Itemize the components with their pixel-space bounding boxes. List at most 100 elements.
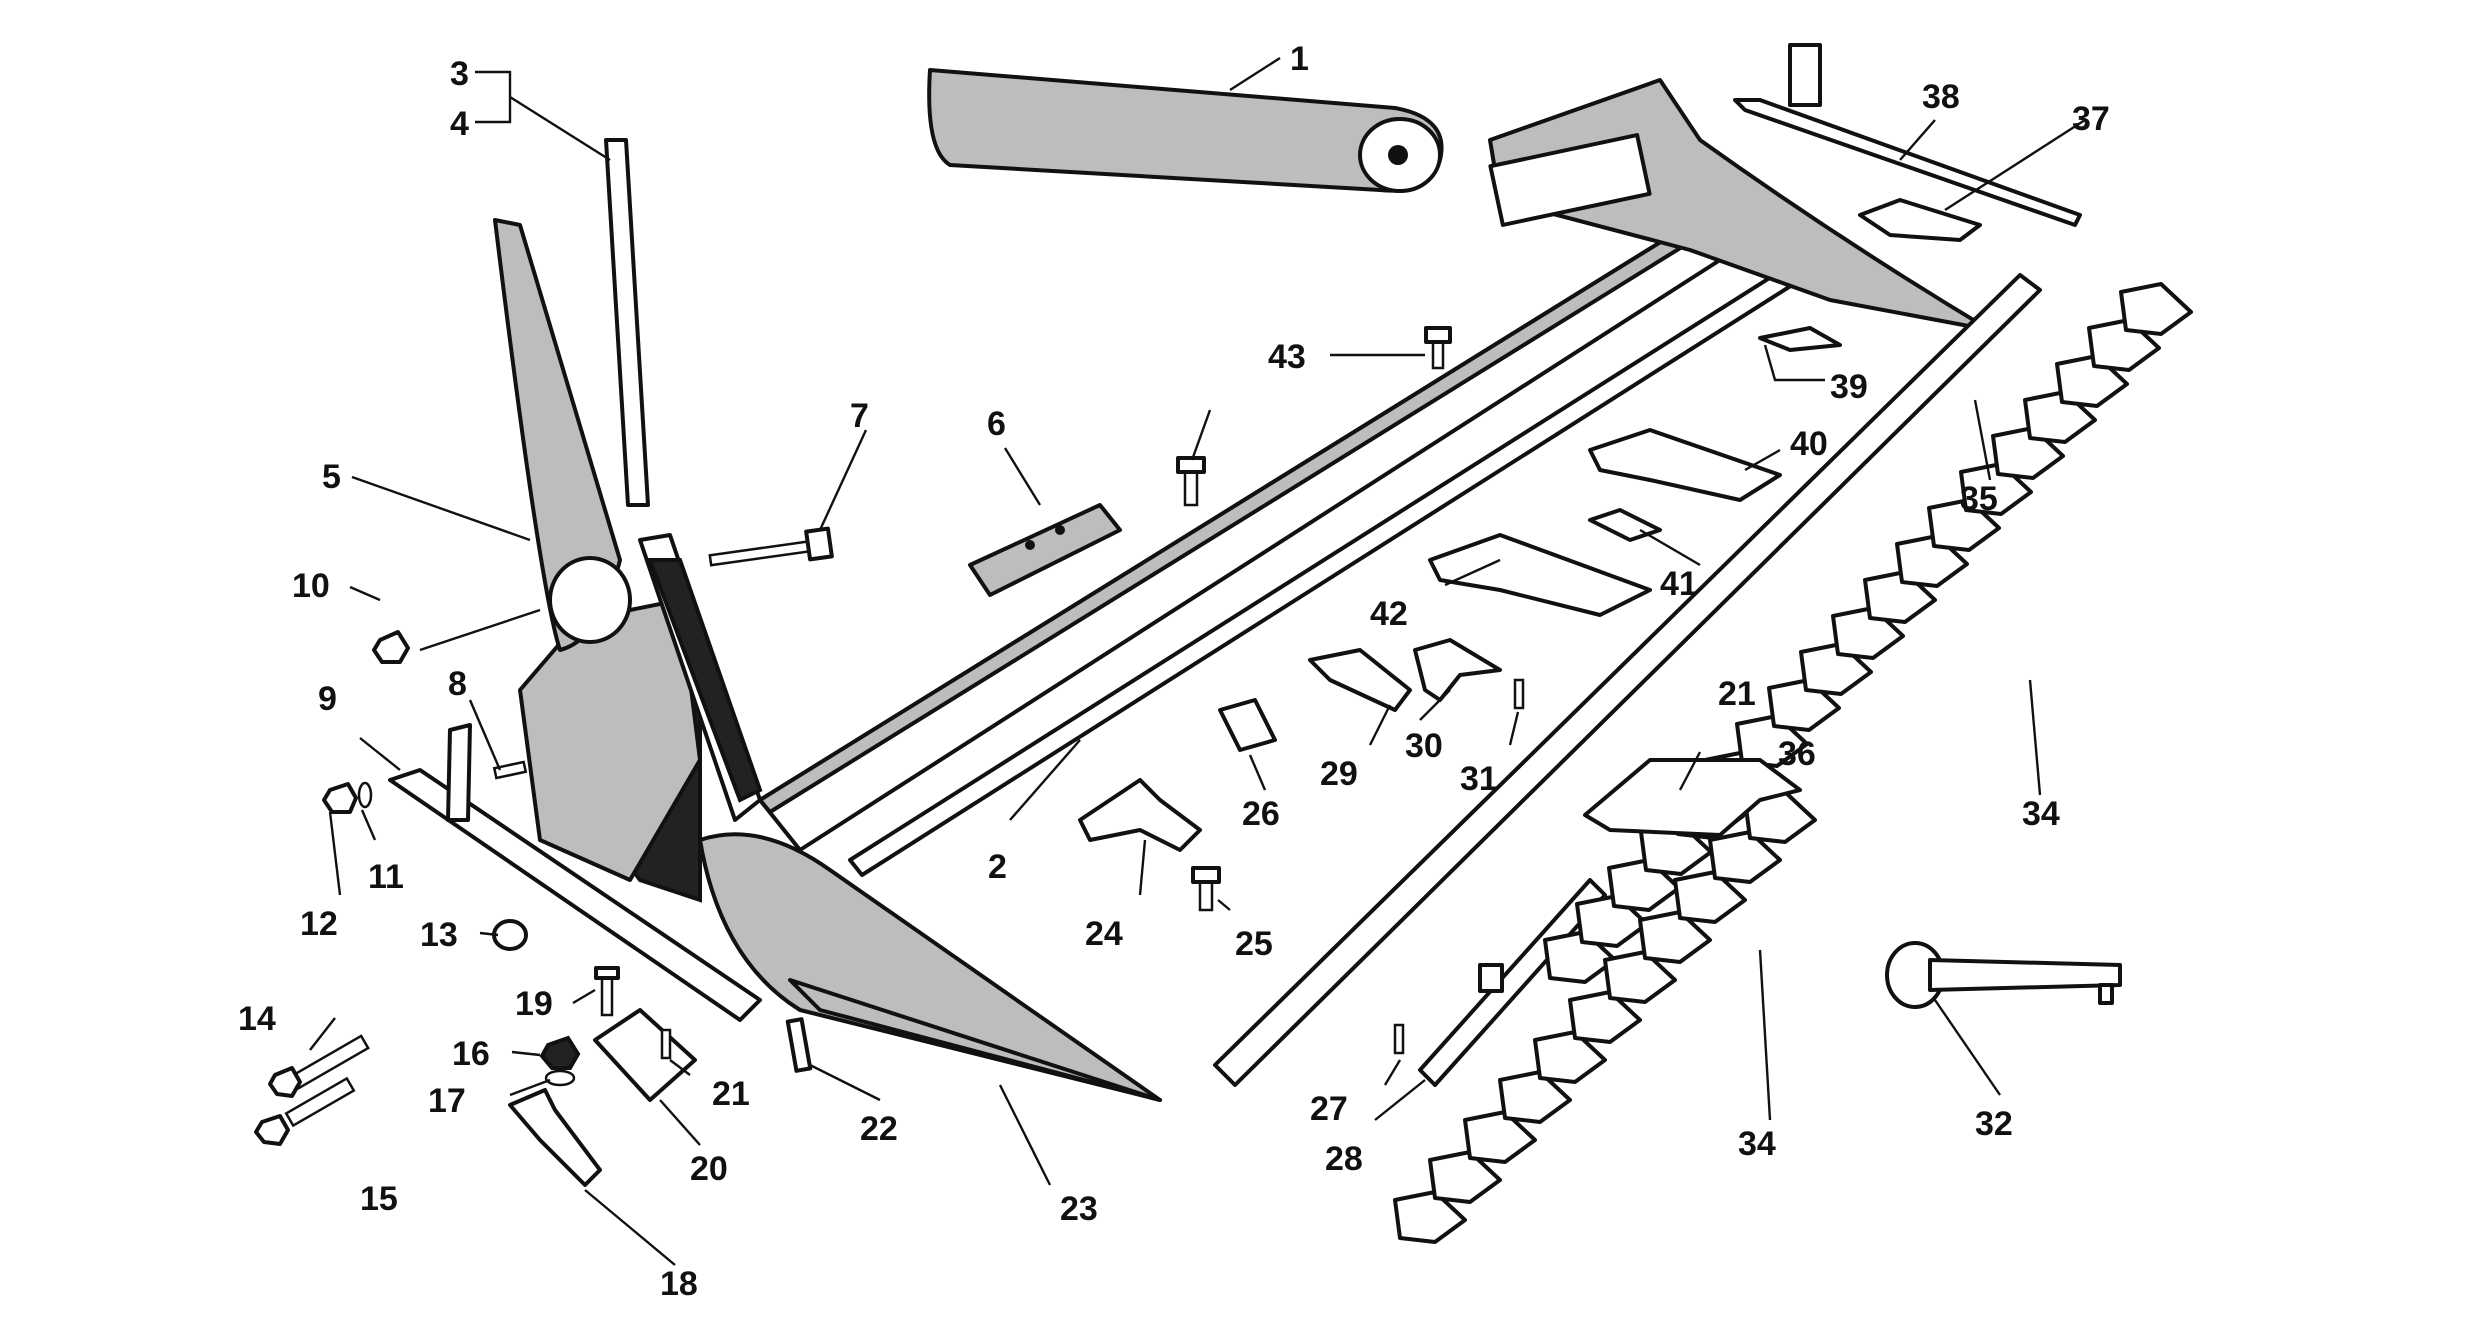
- callout-34a: 34: [2022, 795, 2060, 833]
- callout-12: 12: [300, 905, 338, 943]
- knife-section: [1673, 870, 1747, 924]
- part-5-lever: [493, 218, 632, 652]
- callout-42: 42: [1370, 595, 1408, 633]
- callout-19: 19: [515, 985, 553, 1023]
- part-26-clip: [1218, 698, 1277, 752]
- callout-24: 24: [1085, 915, 1123, 953]
- callout-25: 25: [1235, 925, 1273, 963]
- callout-23: 23: [1060, 1190, 1098, 1228]
- callout-36: 36: [1778, 735, 1816, 773]
- callout-1: 1: [1290, 40, 1309, 78]
- part-32-crank: [1885, 941, 2122, 1009]
- callout-34b: 34: [1738, 1125, 1776, 1163]
- callout-3: 3: [450, 55, 469, 93]
- knife-section: [1708, 830, 1782, 884]
- leader-lines: [309, 56, 2086, 1266]
- callout-40: 40: [1790, 425, 1828, 463]
- part-3-4-rod: [604, 138, 650, 507]
- part-9-strip: [388, 723, 762, 1022]
- part-36-guard-plate: [1583, 758, 1802, 837]
- callout-29: 29: [1320, 755, 1358, 793]
- callout-20: 20: [690, 1150, 728, 1188]
- knife-section: [1533, 1030, 1607, 1084]
- callout-21b: 21: [1718, 675, 1756, 713]
- part-22-stud: [785, 1017, 813, 1073]
- part-7-bolt: [708, 526, 834, 567]
- part-11-12-nut-washer: [322, 781, 373, 814]
- part-29-clip: [1308, 648, 1412, 712]
- part-1-arm: [927, 68, 1444, 193]
- part-28-knife-head: [1418, 878, 1607, 1087]
- callout-9: 9: [318, 680, 337, 718]
- knife-section: [1568, 990, 1642, 1044]
- callout-15: 15: [360, 1180, 398, 1218]
- knife-section: [1603, 950, 1677, 1004]
- part-38-strip: [1733, 43, 2082, 227]
- callout-6: 6: [987, 405, 1006, 443]
- callout-32: 32: [1975, 1105, 2013, 1143]
- callout-10: 10: [292, 567, 330, 605]
- knife-section: [1463, 1110, 1537, 1164]
- part-42-guard: [1428, 533, 1652, 617]
- callout-43: 43: [1268, 338, 1306, 376]
- part-35-wear-strip: [1213, 273, 2042, 1087]
- part-17-washer: [544, 1069, 576, 1087]
- callout-5: 5: [322, 458, 341, 496]
- knife-section: [1638, 910, 1712, 964]
- callout-14: 14: [238, 1000, 276, 1038]
- part-20-plate: [593, 1008, 697, 1102]
- callout-13: 13: [420, 916, 458, 954]
- part-43-bolt: [1176, 326, 1452, 507]
- part-37-clip: [1858, 198, 1982, 242]
- callout-30: 30: [1405, 727, 1443, 765]
- part-34-knife-upper: [1543, 282, 2193, 984]
- callout-2: 2: [988, 848, 1007, 886]
- callout-35: 35: [1960, 480, 1998, 518]
- callout-11: 11: [368, 858, 404, 896]
- part-inner-shoe: [1488, 78, 1992, 332]
- callout-37: 37: [2072, 100, 2110, 138]
- callout-7: 7: [850, 397, 869, 435]
- callout-8: 8: [448, 665, 467, 703]
- part-24-clip: [1078, 778, 1202, 852]
- part-23-divider: [788, 978, 1162, 1102]
- part-outer-shoe: [518, 598, 1162, 1102]
- part-2-cutter-bar: [758, 228, 1802, 877]
- part-21-screw: [660, 1028, 672, 1060]
- part-25-bolt: [1191, 866, 1221, 912]
- part-19-bolt: [594, 966, 620, 1017]
- callout-26: 26: [1242, 795, 1280, 833]
- part-13-nut: [492, 919, 528, 951]
- part-18-clip: [508, 1088, 602, 1187]
- part-16-nut: [539, 1035, 581, 1070]
- part-39-clip: [1758, 326, 1842, 352]
- knife-section: [1393, 1190, 1467, 1244]
- part-40-guard: [1588, 428, 1782, 502]
- callout-28: 28: [1325, 1140, 1363, 1178]
- callout-27: 27: [1310, 1090, 1348, 1128]
- part-10-nut: [372, 630, 410, 664]
- part-6-plate: [968, 503, 1122, 597]
- part-8-bolt: [492, 760, 528, 780]
- part-27-screw: [1393, 1023, 1405, 1055]
- callout-31: 31: [1460, 760, 1498, 798]
- callout-41: 41: [1660, 565, 1698, 603]
- callout-17: 17: [428, 1082, 466, 1120]
- knife-section: [1498, 1070, 1572, 1124]
- callout-21a: 21: [712, 1075, 750, 1113]
- callout-numbers: 1 2 3 4 5 6 7 8 9 10 11 12 13 14 15 16 1…: [238, 40, 2110, 1303]
- part-31-screw: [1513, 678, 1525, 710]
- callout-16: 16: [452, 1035, 490, 1073]
- knife-section: [1428, 1150, 1502, 1204]
- callout-4: 4: [450, 105, 469, 143]
- part-upright-post: [638, 533, 763, 822]
- callout-39: 39: [1830, 368, 1868, 406]
- part-14-bolt: [268, 1034, 370, 1098]
- callout-18: 18: [660, 1265, 698, 1303]
- callout-22: 22: [860, 1110, 898, 1148]
- callout-38: 38: [1922, 78, 1960, 116]
- part-34-knife-lower: [1393, 790, 1817, 1244]
- knife-section: [2119, 282, 2193, 336]
- part-30-clip: [1413, 638, 1502, 702]
